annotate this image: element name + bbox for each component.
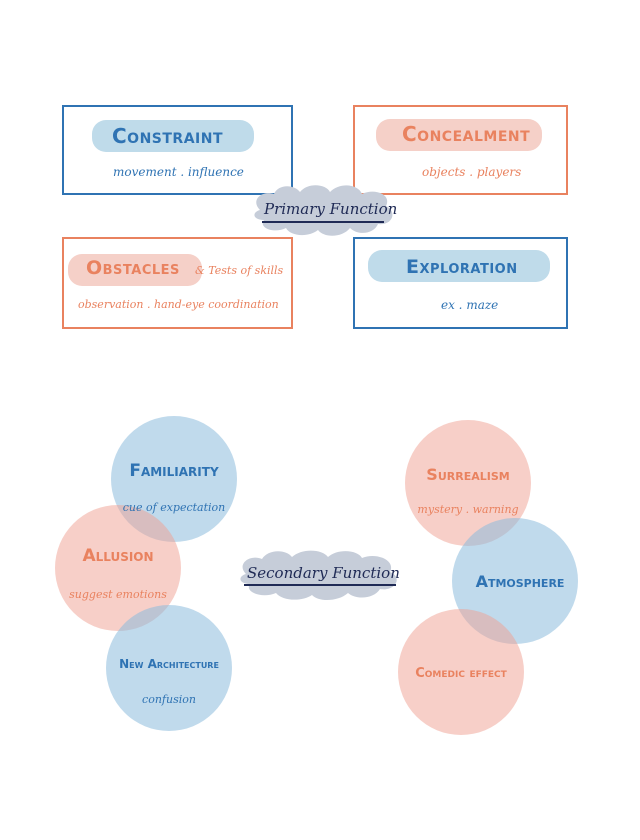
new-architecture-title: New Architecture <box>119 657 219 671</box>
new-architecture-circle <box>106 605 232 731</box>
familiarity-subtitle: cue of expectation <box>122 501 226 514</box>
familiarity-title: Familiarity <box>129 461 219 481</box>
secondary-function-label: Secondary Function <box>247 564 400 582</box>
constraint-title: Constraint <box>112 124 224 148</box>
exploration-subtitle: ex . maze <box>441 298 499 312</box>
exploration-title: Exploration <box>406 256 518 278</box>
primary-function-label: Primary Function <box>264 200 398 218</box>
concealment-title: Concealment <box>402 122 531 146</box>
obstacles-highlight <box>68 254 202 286</box>
allusion-subtitle: suggest emotions <box>69 588 167 601</box>
obstacles-title: Obstacles <box>86 257 180 279</box>
obstacles-title-suffix: & Tests of skills <box>195 264 284 277</box>
exploration-highlight <box>368 250 550 282</box>
new-architecture-subtitle: confusion <box>142 693 196 706</box>
obstacles-subtitle: observation . hand-eye coordination <box>78 298 279 311</box>
concealment-highlight <box>376 119 542 151</box>
atmosphere-title: Atmosphere <box>475 572 565 591</box>
constraint-highlight <box>92 120 254 152</box>
primary-function-underline <box>262 221 384 223</box>
secondary-function-underline <box>244 584 396 586</box>
comedic-effect-circle <box>398 609 524 735</box>
primary-cloud-shape <box>254 185 393 236</box>
surrealism-title: Surrealism <box>426 465 510 484</box>
comedic-effect-title: Comedic effect <box>415 666 507 681</box>
secondary-cloud-shape <box>240 550 397 601</box>
constraint-subtitle: movement . influence <box>113 165 244 179</box>
allusion-title: Allusion <box>82 546 154 566</box>
surrealism-subtitle: mystery . warning <box>417 503 519 516</box>
concealment-subtitle: objects . players <box>422 165 522 179</box>
